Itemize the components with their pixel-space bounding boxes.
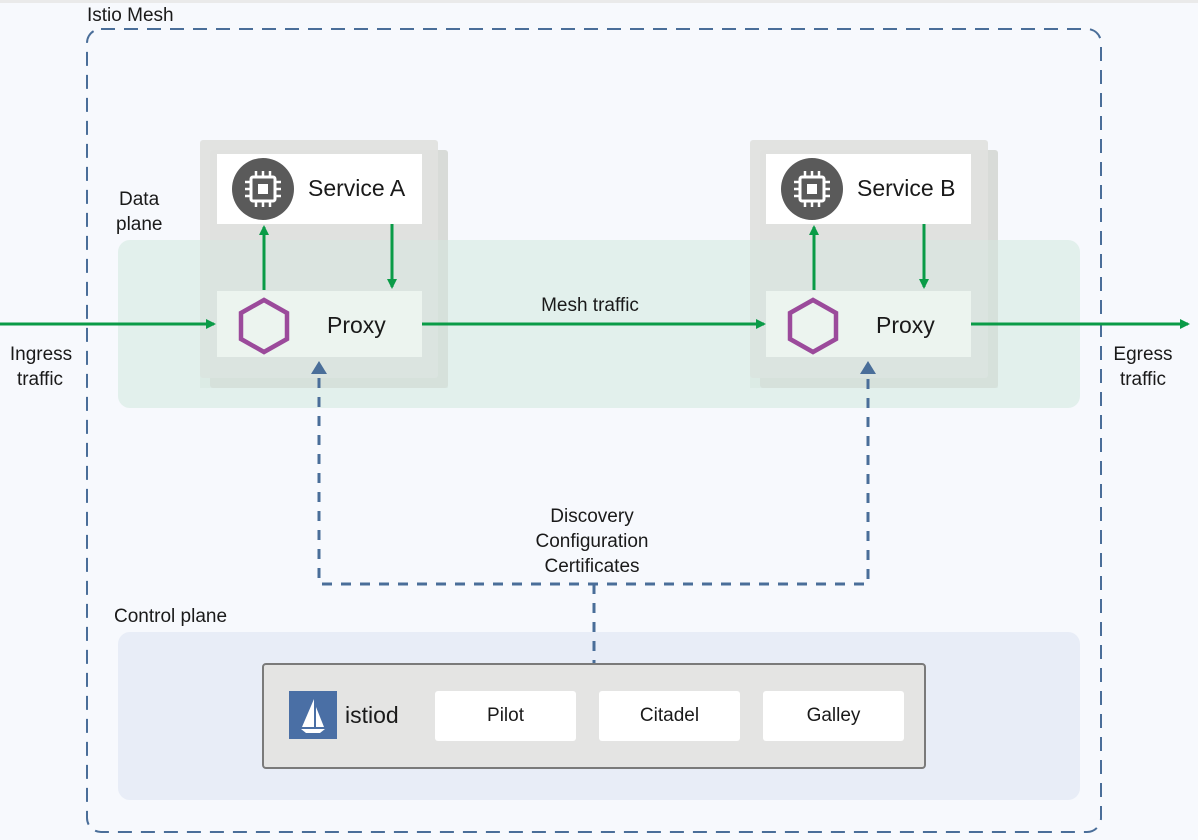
top-edge [0,0,1198,3]
data-plane-label-line1: Data [119,189,160,210]
egress-label-line1: Egress [1113,344,1173,365]
citadel-label: Citadel [639,705,700,726]
galley-label: Galley [806,705,861,726]
control-plane-label: Control plane [114,606,228,627]
control-flow-line2: Configuration [535,531,649,552]
citadel-component: Citadel [599,691,740,741]
istio-sail-logo-icon [289,691,337,739]
hexagon-icon [238,297,290,355]
mesh-boundary [86,28,1102,833]
egress-label-line2: traffic [1119,369,1167,390]
service-b-box: Service B [766,154,971,224]
service-a-box: Service A [217,154,422,224]
istiod-container [262,663,926,769]
mesh-traffic-label: Mesh traffic [541,295,639,316]
proxy-a-label: Proxy [327,312,386,338]
galley-component: Galley [763,691,904,741]
proxy-b-box: Proxy [766,291,971,357]
pilot-label: Pilot [487,705,524,726]
service-a-label: Service A [308,175,406,201]
istiod-label: istiod [345,702,399,728]
ingress-label-line2: traffic [16,369,64,390]
proxy-b-label: Proxy [876,312,935,338]
ingress-label-line1: Ingress [9,344,73,365]
proxy-a-box: Proxy [217,291,422,357]
cpu-chip-icon [232,158,294,220]
control-flow-line3: Certificates [544,556,640,577]
service-b-label: Service B [857,175,956,201]
control-flow-connectors [317,378,870,664]
cpu-chip-icon [781,158,843,220]
control-arrow-proxy-a [311,361,327,374]
hexagon-icon [787,297,839,355]
control-flow-line1: Discovery [550,506,634,527]
pilot-component: Pilot [435,691,576,741]
data-plane-label-line2: plane [116,214,163,235]
mesh-title: Istio Mesh [87,5,174,26]
control-arrow-proxy-b [860,361,876,374]
